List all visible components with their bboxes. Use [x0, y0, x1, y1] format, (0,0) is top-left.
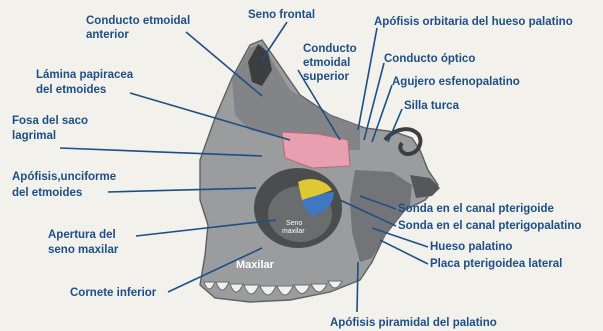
label-apofisis-unciforme-2: del etmoides — [12, 187, 82, 199]
label-apofisis-piramidal: Apófisis piramidal del palatino — [330, 317, 497, 329]
leader-apofisis-orbitaria — [358, 28, 377, 130]
label-sonda-pterigoide: Sonda en el canal pterigoide — [398, 203, 554, 215]
leader-placa-pterigoidea — [380, 240, 428, 264]
label-fosa-saco-1: Fosa del saco — [12, 115, 88, 127]
label-hueso-palatino: Hueso palatino — [430, 241, 512, 253]
label-conducto-etmoidal-superior-1: Conducto — [303, 43, 357, 55]
label-apertura-seno-1: Apertura del — [48, 229, 116, 241]
label-fosa-saco-2: lagrimal — [12, 130, 56, 142]
leader-seno-frontal — [262, 22, 287, 60]
leader-conducto-optico — [364, 63, 384, 140]
label-agujero-esfenopalatino: Agujero esfenopalatino — [392, 76, 520, 88]
label-conducto-etmoidal-superior-3: superior — [303, 71, 350, 83]
label-conducto-etmoidal-anterior-1: Conducto etmoidal — [86, 15, 190, 27]
label-conducto-etmoidal-superior-2: etmoidal — [303, 57, 350, 69]
label-lamina-papiracea-1: Lámina papiracea — [36, 69, 134, 81]
maxilar-label: Maxilar — [236, 259, 275, 271]
label-sonda-pterigopalatino: Sonda en el canal pterigopalatino — [398, 220, 581, 232]
label-conducto-etmoidal-anterior-2: anterior — [86, 29, 129, 41]
label-apofisis-unciforme-1: Apófisis,unciforme — [12, 171, 116, 183]
label-seno-frontal: Seno frontal — [248, 9, 315, 21]
label-lamina-papiracea-2: del etmoides — [36, 84, 106, 96]
label-apertura-seno-2: seno maxilar — [48, 244, 119, 256]
label-silla-turca: Silla turca — [404, 100, 460, 112]
pterygoid-region — [350, 170, 412, 262]
label-apofisis-orbitaria: Apófisis orbitaria del hueso palatino — [374, 16, 573, 28]
label-cornete-inferior: Cornete inferior — [70, 287, 157, 299]
leader-apofisis-piramidal — [357, 262, 358, 312]
label-conducto-optico: Conducto óptico — [384, 53, 475, 65]
label-placa-pterigoidea: Placa pterigoidea lateral — [430, 258, 562, 270]
seno-maxilar-label-1: Seno — [286, 220, 302, 227]
seno-maxilar-label-2: maxilar — [282, 228, 305, 235]
